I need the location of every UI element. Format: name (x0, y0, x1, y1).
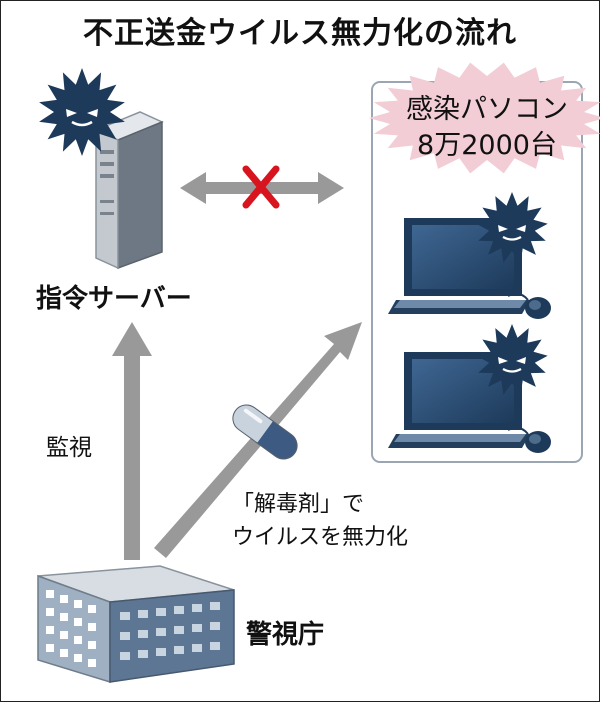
capsule-icon (232, 404, 298, 460)
infected-pcs-count: 8万2000台 (417, 130, 557, 161)
infected-pcs-label-line1: 感染パソコン (406, 94, 568, 125)
antidote-label-line1: 「解毒剤」で (232, 492, 365, 517)
cross-icon (242, 165, 280, 209)
police-label: 警視庁 (246, 620, 325, 650)
server-label: 指令サーバー (36, 284, 192, 314)
virus-icon (39, 68, 125, 156)
virus-icon (476, 192, 548, 263)
diagram-title: 不正送金ウイルス無力化の流れ (83, 16, 517, 51)
building-icon (37, 565, 235, 684)
virus-icon (476, 324, 548, 395)
infected-pcs-burst (369, 62, 600, 174)
antidote-label-line2: ウイルスを無力化 (232, 525, 409, 550)
monitor-label: 監視 (46, 435, 92, 461)
infected-pcs-label: 感染パソコン 8万2000台 (382, 92, 592, 164)
mouse-icon (507, 426, 551, 453)
mouse-icon (507, 292, 551, 319)
monitor-arrow (112, 322, 152, 560)
antidote-label: 「解毒剤」で ウイルスを無力化 (232, 488, 408, 554)
